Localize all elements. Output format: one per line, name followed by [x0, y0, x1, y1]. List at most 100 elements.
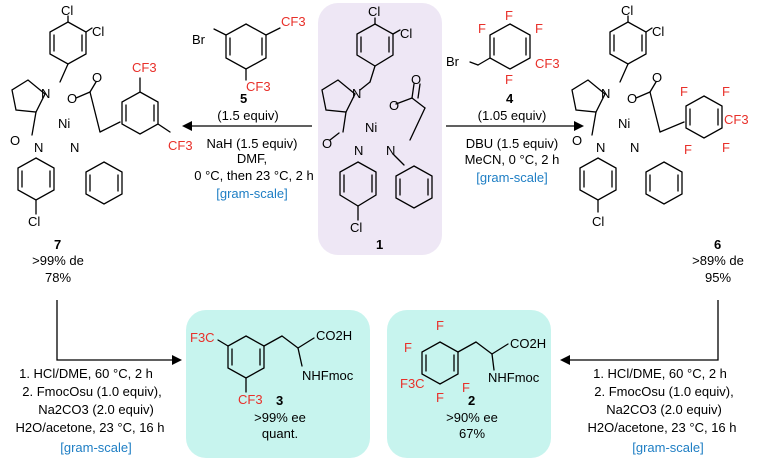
fluorine-label: F [505, 8, 513, 23]
cf3-label: CF3 [238, 392, 263, 407]
nickel-label: Ni [58, 116, 70, 131]
nitrogen-label: N [354, 143, 363, 158]
cf3-label: CF3 [168, 138, 193, 153]
deprotection-step-2: 2. FmocOsu (1.0 equiv), [594, 384, 733, 399]
chlorine-label: Cl [592, 214, 604, 229]
reagent-5-equiv: (1.5 equiv) [217, 108, 278, 123]
right-condition-2: MeCN, 0 °C, 2 h [465, 152, 560, 167]
compound-2-ee: >90% ee [446, 410, 498, 425]
compound-3-ee: >99% ee [254, 410, 306, 425]
chlorine-label: Cl [350, 220, 362, 235]
chlorine-label: Cl [652, 24, 664, 39]
chlorine-label: Cl [92, 24, 104, 39]
bromine-label: Br [446, 54, 460, 69]
compound-4-number: 4 [506, 91, 514, 106]
oxygen-label: O [389, 98, 399, 113]
compound-3-yield: quant. [262, 426, 298, 441]
chlorine-label: Cl [368, 4, 380, 19]
cf3-label: CF3 [281, 14, 306, 29]
nitrogen-label: N [70, 140, 79, 155]
compound-1-box [318, 3, 442, 255]
compound-2-yield: 67% [459, 426, 485, 441]
compound-3-box [186, 310, 370, 458]
oxygen-label: O [322, 136, 332, 151]
cf3-label: CF3 [535, 56, 560, 71]
cf3-label: CF3 [246, 79, 271, 94]
oxygen-label: O [92, 70, 102, 85]
nitrogen-label: N [41, 86, 50, 101]
left-condition-3: 0 °C, then 23 °C, 2 h [194, 168, 314, 183]
f3c-label: F3C [190, 330, 215, 345]
right-condition-1: DBU (1.5 equiv) [466, 136, 558, 151]
compound-6-number: 6 [714, 237, 721, 252]
compound-6-structure: Cl Cl N O O Ni O N N F F CF3 F F Cl [571, 3, 749, 229]
deprotection-step-2: 2. FmocOsu (1.0 equiv), [22, 384, 161, 399]
carboxylic-acid-label: CO2H [510, 336, 546, 351]
reagent-5-structure: Br CF3 CF3 [192, 14, 306, 94]
compound-2-box [387, 310, 551, 458]
fluorine-label: F [478, 21, 486, 36]
arrow-1-to-7 [182, 121, 312, 131]
cf3-label: CF3 [132, 60, 157, 75]
nitrogen-label: N [352, 86, 361, 101]
fluorine-label: F [722, 84, 730, 99]
nickel-label: Ni [365, 120, 377, 135]
oxygen-label: O [10, 133, 20, 148]
cf3-label: CF3 [724, 112, 749, 127]
deprotection-solvent: H2O/acetone, 23 °C, 16 h [587, 420, 736, 435]
compound-1-structure: Cl Cl N O N Ni N O O Cl [321, 4, 433, 235]
compound-2-number: 2 [468, 393, 475, 408]
fluorine-label: F [680, 84, 688, 99]
oxygen-label: O [627, 91, 637, 106]
nitrogen-label: N [386, 143, 395, 158]
carboxylic-acid-label: CO2H [316, 328, 352, 343]
f3c-label: F3C [400, 376, 425, 391]
compound-7-yield: 78% [45, 270, 71, 285]
chlorine-label: Cl [28, 214, 40, 229]
nhfmoc-label: NHFmoc [302, 368, 354, 383]
compound-7-de: >99% de [32, 253, 84, 268]
compound-6-yield: 95% [705, 270, 731, 285]
compound-7-structure: Cl Cl N O O Ni O N N CF3 CF3 Cl [10, 3, 193, 229]
nickel-label: Ni [618, 116, 630, 131]
left-bottom-gram-scale: [gram-scale] [60, 440, 132, 455]
deprotection-base: Na2CO3 (2.0 equiv) [38, 402, 154, 417]
bromine-label: Br [192, 32, 206, 47]
oxygen-label: O [411, 72, 421, 87]
nitrogen-label: N [601, 86, 610, 101]
nhfmoc-label: NHFmoc [488, 370, 540, 385]
right-gram-scale: [gram-scale] [476, 170, 548, 185]
left-condition-2: DMF, [237, 151, 267, 166]
compound-6-de: >89% de [692, 253, 744, 268]
chlorine-label: Cl [621, 3, 633, 18]
left-condition-1: NaH (1.5 equiv) [206, 136, 297, 151]
fluorine-label: F [404, 340, 412, 355]
oxygen-label: O [572, 133, 582, 148]
arrow-6-to-2 [560, 300, 719, 365]
fluorine-label: F [722, 140, 730, 155]
fluorine-label: F [436, 390, 444, 405]
compound-2-structure: F F F3C F F CO2H NHFmoc [400, 318, 546, 405]
chlorine-label: Cl [400, 26, 412, 41]
compound-1-number: 1 [376, 237, 383, 252]
oxygen-label: O [67, 91, 77, 106]
fluorine-label: F [505, 72, 513, 87]
fluorine-label: F [684, 142, 692, 157]
compound-3-number: 3 [276, 393, 283, 408]
arrow-1-to-6 [446, 121, 584, 131]
deprotection-base: Na2CO3 (2.0 equiv) [606, 402, 722, 417]
deprotection-solvent: H2O/acetone, 23 °C, 16 h [15, 420, 164, 435]
fluorine-label: F [535, 21, 543, 36]
deprotection-step-1: 1. HCl/DME, 60 °C, 2 h [593, 366, 727, 381]
compound-3-structure: F3C CF3 CO2H NHFmoc [190, 328, 354, 407]
nitrogen-label: N [630, 140, 639, 155]
compound-5-number: 5 [240, 91, 247, 106]
left-gram-scale: [gram-scale] [216, 186, 288, 201]
reagent-4-structure: Br F F CF3 F F [446, 8, 560, 87]
fluorine-label: F [462, 380, 470, 395]
arrow-7-to-3 [56, 300, 182, 365]
nitrogen-label: N [596, 140, 605, 155]
oxygen-label: O [652, 70, 662, 85]
right-bottom-gram-scale: [gram-scale] [632, 440, 704, 455]
